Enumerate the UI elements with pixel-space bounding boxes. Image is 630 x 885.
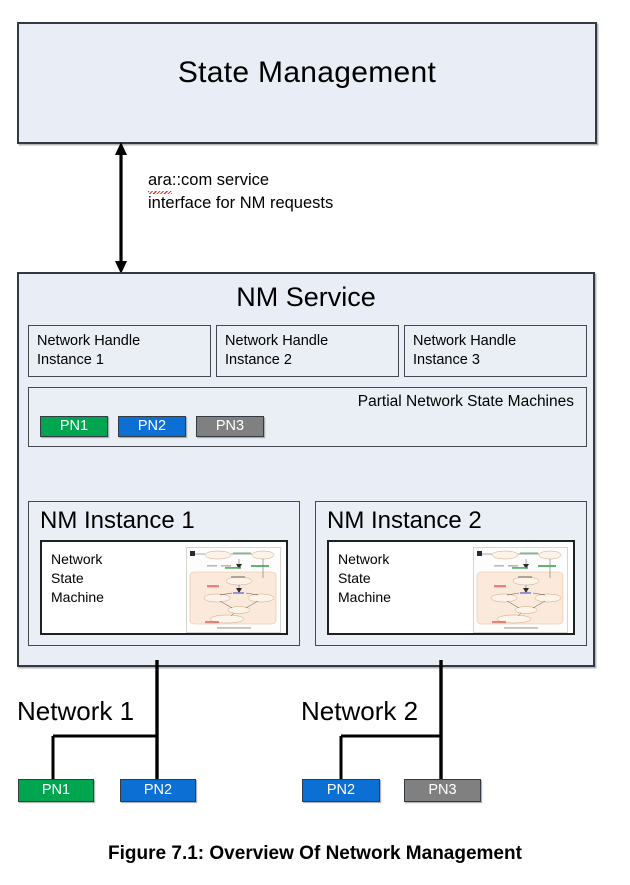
nsm-label-line-2: State bbox=[338, 570, 371, 586]
state-management-title: State Management bbox=[177, 56, 437, 89]
nsm-label-line-2: State bbox=[51, 570, 84, 586]
network-handle-instance-1-line-2: Instance 1 bbox=[37, 352, 104, 368]
network-state-machine-box-1: Network State Machine bbox=[40, 540, 288, 635]
nsm-label-line-1: Network bbox=[51, 551, 103, 567]
partial-network-state-machines-title: Partial Network State Machines bbox=[357, 393, 574, 410]
network-handle-instance-2-line-2: Instance 2 bbox=[225, 352, 292, 368]
network-state-machine-diagram-thumbnail bbox=[186, 547, 281, 633]
partial-network-chip-list: PN1 PN2 PN3 bbox=[40, 416, 264, 437]
network-handle-instance-3-line-1: Network Handle bbox=[413, 333, 517, 349]
interface-label-line-2: interface for NM requests bbox=[148, 194, 334, 212]
network-handle-instance-1-line-1: Network Handle bbox=[37, 333, 141, 349]
interface-label-line-1-rest: ::com service bbox=[171, 171, 270, 189]
network-state-machine-label-1: Network State Machine bbox=[51, 550, 104, 607]
interface-label: ara::com service interface for NM reques… bbox=[148, 169, 333, 215]
network-handle-instance-1: Network Handle Instance 1 bbox=[28, 325, 211, 377]
network-2-partial-network-pn2[interactable]: PN2 bbox=[302, 779, 380, 802]
network-handle-instance-3: Network Handle Instance 3 bbox=[404, 325, 587, 377]
network-handle-instance-3-line-2: Instance 3 bbox=[413, 352, 480, 368]
network-state-machine-label-2: Network State Machine bbox=[338, 550, 391, 607]
nsm-label-line-3: Machine bbox=[51, 589, 104, 605]
network-tree-connectors bbox=[51, 660, 443, 779]
nm-instance-1-box: NM Instance 1 Network State Machine bbox=[28, 501, 300, 646]
network-1-partial-network-pn1[interactable]: PN1 bbox=[18, 779, 94, 802]
nsm-label-line-1: Network bbox=[338, 551, 390, 567]
network-state-machine-box-2: Network State Machine bbox=[327, 540, 575, 635]
network-state-machine-diagram-thumbnail bbox=[473, 547, 568, 633]
network-1-label: Network 1 bbox=[17, 696, 135, 726]
network-handle-instance-2-line-1: Network Handle bbox=[225, 333, 329, 349]
network-1-partial-network-pn2[interactable]: PN2 bbox=[120, 779, 196, 802]
nm-service-title: NM Service bbox=[236, 282, 376, 312]
spellchecked-word: ara bbox=[148, 169, 172, 194]
figure-caption: Figure 7.1: Overview Of Network Manageme… bbox=[108, 843, 522, 864]
partial-network-chip-pn1[interactable]: PN1 bbox=[40, 416, 108, 437]
network-handle-instance-2: Network Handle Instance 2 bbox=[216, 325, 399, 377]
nm-instance-2-title: NM Instance 2 bbox=[327, 507, 482, 534]
state-management-box: State Management bbox=[17, 22, 597, 144]
partial-network-chip-pn3[interactable]: PN3 bbox=[196, 416, 264, 437]
partial-network-chip-pn2[interactable]: PN2 bbox=[118, 416, 186, 437]
network-2-partial-network-pn3[interactable]: PN3 bbox=[404, 779, 481, 802]
partial-network-state-machines-box: Partial Network State Machines PN1 PN2 P… bbox=[28, 387, 587, 447]
nsm-label-line-3: Machine bbox=[338, 589, 391, 605]
network-2-label: Network 2 bbox=[301, 696, 419, 726]
nm-instance-1-title: NM Instance 1 bbox=[40, 507, 195, 534]
nm-service-box: NM Service Network Handle Instance 1 Net… bbox=[17, 272, 595, 667]
double-headed-vertical-arrow-icon bbox=[115, 142, 127, 274]
nm-instance-2-box: NM Instance 2 Network State Machine bbox=[315, 501, 587, 646]
interface-label-line-1: ara::com service bbox=[148, 169, 333, 194]
